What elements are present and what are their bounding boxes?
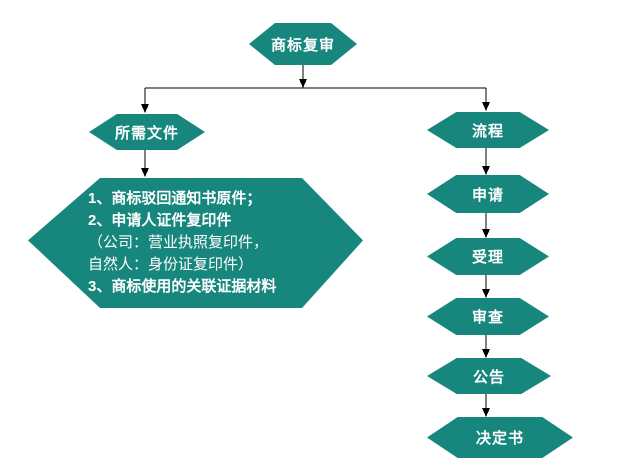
arrowhead-to-required-docs xyxy=(141,104,149,113)
document-detail-line-5: 3、商标使用的关联证据材料 xyxy=(88,278,277,295)
node-decision-label: 决定书 xyxy=(475,430,524,447)
node-announce: 公告 xyxy=(427,358,551,394)
document-detail-line-2: 2、申请人证件复印件 xyxy=(88,212,232,229)
node-trademark-review: 商标复审 xyxy=(249,23,357,65)
document-detail-line-1: 1、商标驳回通知书原件； xyxy=(88,190,262,207)
arrowhead-root-down xyxy=(299,79,307,88)
arrowhead-accept-to-examine xyxy=(482,289,490,298)
node-apply-label: 申请 xyxy=(471,186,504,204)
node-decision: 决定书 xyxy=(427,417,573,458)
node-process: 流程 xyxy=(427,112,549,148)
node-document-details: 1、商标驳回通知书原件； 2、申请人证件复印件 （公司：营业执照复印件， 自然人… xyxy=(28,178,363,308)
node-process-label: 流程 xyxy=(471,122,504,140)
node-required-documents: 所需文件 xyxy=(89,114,205,150)
arrowhead-announce-to-decision xyxy=(482,408,490,417)
node-apply: 申请 xyxy=(427,175,549,213)
node-required-documents-label: 所需文件 xyxy=(114,124,179,142)
arrowhead-apply-to-accept xyxy=(482,229,490,238)
node-accept: 受理 xyxy=(427,238,549,275)
node-accept-label: 受理 xyxy=(471,249,504,266)
arrowhead-to-process xyxy=(482,102,490,111)
node-examine: 审查 xyxy=(427,298,549,335)
arrowhead-examine-to-announce xyxy=(482,349,490,358)
node-announce-label: 公告 xyxy=(472,368,505,386)
arrowhead-process-to-apply xyxy=(482,166,490,175)
node-examine-label: 审查 xyxy=(471,309,504,326)
arrowhead-docs-to-details xyxy=(141,168,149,177)
document-detail-line-4: 自然人：身份证复印件） xyxy=(88,256,254,273)
document-detail-line-3: （公司：营业执照复印件， xyxy=(88,234,269,251)
node-trademark-review-label: 商标复审 xyxy=(270,36,335,54)
